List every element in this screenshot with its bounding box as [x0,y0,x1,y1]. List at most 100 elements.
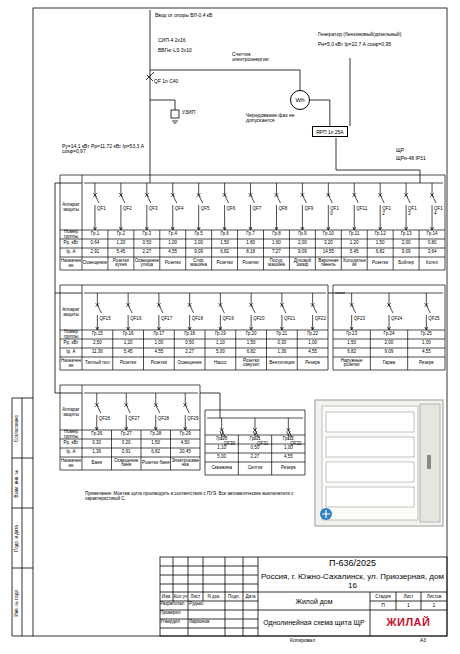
breaker-name: QF14 [434,207,445,216]
current-value: 4,55 [298,348,328,356]
cable-mark: СИП-4 2х16 [158,38,185,43]
load-data: Ру=14,1 кВт Рр=11,72 кВт Iр=53,3 А cosφ=… [62,144,146,155]
breaker-name: QF26 [99,417,112,422]
circuit-table [60,385,200,470]
group-number: Гр.23 [334,330,370,338]
breaker-symbol [350,293,356,330]
current-value: 2,27 [175,348,205,356]
circuit-purpose: Розетки кухня [108,257,133,269]
breaker-name: QF7 [253,207,264,212]
breaker-symbol [154,393,160,430]
circuit-purpose: Резерв [272,462,304,474]
title-cell: Проверил [160,611,188,619]
node-text: Wh [296,97,305,103]
current-value: 6,82 [212,248,237,256]
circuit-purpose: Розетки [113,357,143,369]
breaker-name: QF25 [428,317,445,322]
circuit-purpose: Розетки [212,257,237,269]
outgoing-arrow [249,227,252,230]
outgoing-arrow [250,327,253,330]
current-value: 5,45 [108,248,133,256]
distribution-wire [55,183,345,418]
breaker-name: QF10 [330,207,341,216]
row-heading: Назначение [60,357,82,370]
power-value: 0,50 [175,339,205,347]
title-cell: Листов [421,593,447,601]
power-value: 0,50 [134,239,159,247]
group-number: Гр.21 [267,330,297,338]
object-name: Жилой дом [258,593,370,610]
power-value: 1,10 [206,444,238,452]
outgoing-arrow [301,227,304,230]
breaker-name: QF11 [356,207,367,212]
current-value: 7,27 [264,248,289,256]
circuit-purpose: Освещение [83,257,108,269]
breaker-symbol [387,293,393,330]
circuit-table [205,410,305,475]
power-value: 2,00 [186,239,211,247]
outgoing-arrow [93,227,96,230]
row-heading: Аппарат защиты [60,397,82,428]
current-value: 2,27 [239,453,271,461]
current-value: 5,00 [206,348,236,356]
group-number: Гр.7 [238,230,263,238]
current-value: 9,09 [394,248,419,256]
breaker-name: QF4 [175,207,186,212]
group-number: Гр.32 [272,435,304,443]
drawing-part [326,487,414,507]
title-cell: 1 [396,601,421,610]
doc-code: П-636/2025 [258,558,447,570]
current-value: 8,18 [238,248,263,256]
power-value: 0,80 [420,239,445,247]
group-number: Гр.11 [342,230,367,238]
outgoing-arrow [154,427,157,430]
breaker-name: QF16 [130,317,143,322]
circuit-table [60,285,328,370]
sheet-name: Однолинейная схема щита ЩР [258,610,370,636]
group-number: Гр.25 [408,330,444,338]
node-text: ЯРП 1п 25А [316,129,344,135]
group-number: Гр.27 [112,430,141,438]
outgoing-arrow [125,427,128,430]
current-value: 9,09 [290,248,315,256]
outgoing-arrow [379,227,382,230]
circuit-purpose: Скважина [206,462,238,474]
circuit-table [60,175,445,270]
breaker-symbol [249,293,255,330]
circuit-purpose: Посуд. машина [264,257,289,269]
drawing-part [420,404,440,522]
outgoing-arrow [223,227,226,230]
power-value: 1,50 [334,339,370,347]
breaker-name: QF8 [278,207,289,212]
circuit-purpose: Холодильник [342,257,367,269]
outgoing-arrow [431,227,434,230]
power-value: 0,20 [112,439,141,447]
stamp-cell: Подп. и дата [13,509,22,567]
group-number: Гр.29 [171,430,200,438]
circuit-purpose: Освещение баня [112,457,141,469]
current-value: 3,64 [420,248,445,256]
power-value: 2,00 [290,239,315,247]
outgoing-arrow [145,227,148,230]
breaker-mark: QF 1п С40 [154,79,178,84]
generator-note: Генератор (бензиновый/дизельный) [318,32,401,37]
copy-note: Копировал [290,638,315,643]
title-block [160,557,447,636]
drawing-part [326,412,414,432]
group-number: Гр.19 [206,330,236,338]
breaker-name: QF15 [99,317,112,322]
circuit-purpose: Розетки [368,257,393,269]
row-heading: Iр, А [60,448,82,457]
current-value: 11,36 [83,348,113,356]
breaker-name: QF5 [201,207,212,212]
breaker-symbol [188,293,194,330]
row-heading: Iр, А [60,248,82,257]
surge-protector [171,110,179,118]
stamp-cell: Инв. № подл. [13,569,22,635]
circuit-purpose: Теплый пол [83,357,113,369]
row-heading: Номер группы [60,230,82,239]
title-cell: 1 [421,601,447,610]
current-value: 1,36 [83,448,112,456]
input-note: Ввод от опоры ВЛ-0,4 кВ [155,13,212,18]
breaker-name: QF20 [253,317,266,322]
